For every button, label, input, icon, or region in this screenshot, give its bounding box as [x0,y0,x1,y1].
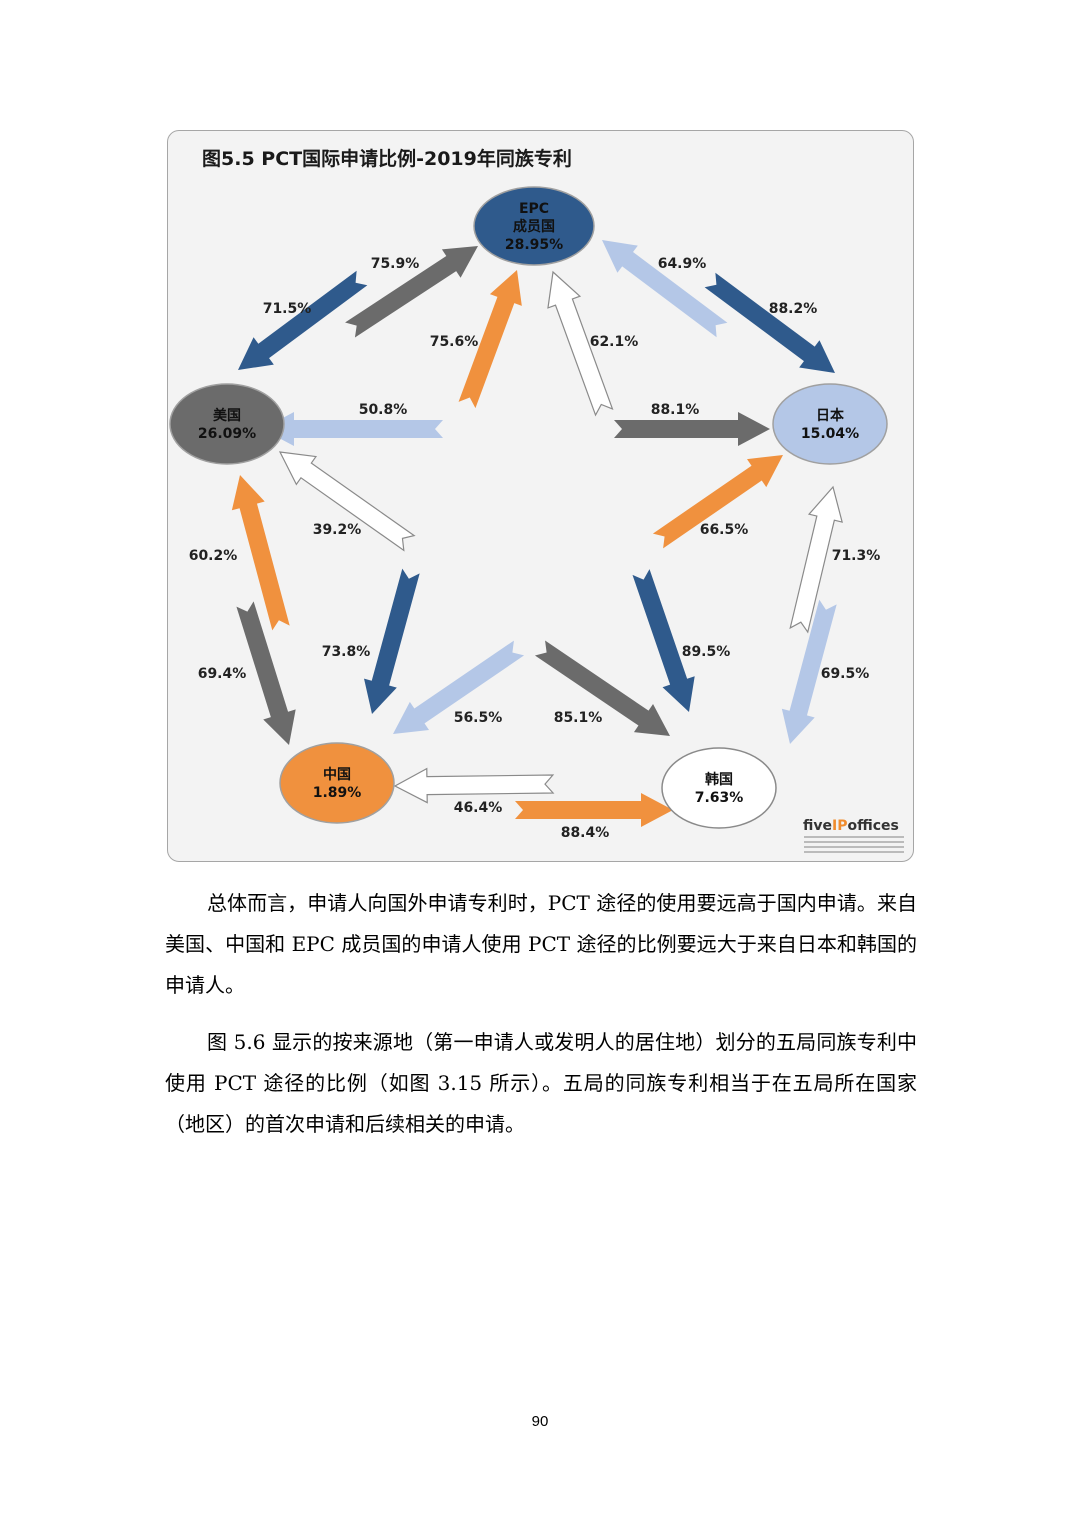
flow-arrow [278,451,416,552]
flow-arrow [614,412,770,446]
flow-label: 46.4% [454,800,503,816]
node-label: EPC [519,201,549,217]
flow-label: 71.5% [263,301,312,317]
flow-label: 64.9% [658,256,707,272]
flow-label: 62.1% [590,334,639,350]
paragraph-2: 图 5.6 显示的按来源地（第一申请人或发明人的居住地）划分的五局同族专利中使用… [165,1030,917,1136]
flow-arrow [393,640,525,734]
flow-arrow [632,569,695,712]
node-label: 15.04% [801,426,859,442]
node-label: 26.09% [198,426,256,442]
flow-arrow [547,270,614,417]
flow-label: 66.5% [700,522,749,538]
flow-arrow [236,601,296,745]
flow-arrow [602,240,728,338]
flow-label: 73.8% [322,644,371,660]
flow-label: 39.2% [313,522,362,538]
node-china: 中国 1.89% [279,742,395,824]
flow-arrow [515,793,673,827]
flow-arrow [238,270,368,370]
flow-label: 75.6% [430,334,479,350]
flow-label: 60.2% [189,548,238,564]
node-label: 7.63% [695,790,744,806]
flow-label: 75.9% [371,256,420,272]
node-label: 成员国 [513,218,555,235]
flow-label: 50.8% [359,402,408,418]
node-label: 28.95% [505,237,563,253]
flow-label: 69.4% [198,666,247,682]
flow-label: 89.5% [682,644,731,660]
node-us: 美国 26.09% [169,383,285,465]
flow-arrow [652,455,783,549]
node-label: 韩国 [705,771,733,788]
logo-fineprint [804,836,904,856]
page-number: 90 [531,1413,549,1430]
flow-label: 88.4% [561,825,610,841]
flow-arrow [534,640,670,736]
fiveipoffices-logo: fiveIPoffices [803,818,899,834]
node-korea: 韩国 7.63% [661,747,777,829]
flow-arrow [364,568,420,714]
flow-label: 71.3% [832,548,881,564]
flow-label: 85.1% [554,710,603,726]
node-label: 日本 [816,407,845,424]
paragraph-1: 总体而言，申请人向国外申请专利时，PCT 途径的使用要远高于国内申请。来自美国、… [165,891,917,997]
flow-arrow [781,599,837,744]
flow-arrow [231,475,290,631]
flow-arrow [458,270,522,409]
flow-arrow [262,412,443,446]
flow-arrow [393,767,555,804]
node-label: 中国 [323,766,351,783]
flow-label: 88.1% [651,402,700,418]
flow-label: 56.5% [454,710,503,726]
flow-arrow [789,485,843,634]
figure-title: 图5.5 PCT国际申请比例-2019年同族专利 [202,148,572,170]
flow-arrow [345,246,478,338]
flow-label: 88.2% [769,301,818,317]
node-label: 美国 [213,407,241,424]
node-japan: 日本 15.04% [772,383,888,465]
flow-label: 69.5% [821,666,870,682]
flow-arrow [704,272,835,373]
node-label: 1.89% [313,785,362,801]
